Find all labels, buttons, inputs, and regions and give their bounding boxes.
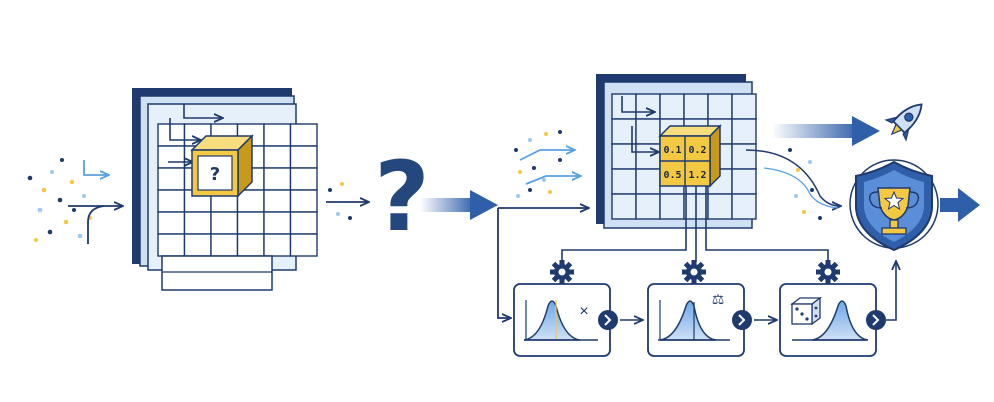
chevron-right-icon bbox=[732, 310, 752, 330]
grid-cell bbox=[635, 193, 661, 220]
grid-cell bbox=[236, 233, 265, 257]
left-input-arrows bbox=[68, 160, 122, 244]
grid-cell bbox=[157, 145, 186, 169]
cube-value-0: 0.1 bbox=[663, 145, 681, 156]
grid-cell bbox=[611, 193, 637, 220]
grid-cell bbox=[289, 167, 318, 191]
cube-value-1: 0.2 bbox=[688, 145, 706, 156]
cube-value-2: 0.5 bbox=[663, 170, 681, 181]
rocket-icon bbox=[884, 103, 923, 142]
pipeline: × ⚖ bbox=[513, 260, 896, 357]
grid-cell bbox=[289, 211, 318, 235]
grid-cell bbox=[210, 233, 239, 257]
gear-icon bbox=[550, 260, 574, 284]
grid-cell bbox=[659, 193, 685, 220]
cube-value-3: 1.2 bbox=[688, 170, 706, 181]
pipeline-step-1: × bbox=[513, 283, 611, 357]
grid-cell bbox=[611, 168, 637, 195]
grid-cell bbox=[707, 93, 733, 120]
grid-cell bbox=[263, 123, 292, 147]
trophy-input-curves bbox=[745, 148, 840, 220]
grid-cell bbox=[210, 211, 239, 235]
grid-cell bbox=[635, 118, 661, 145]
grid-cell bbox=[707, 193, 733, 220]
gear-icon bbox=[816, 260, 840, 284]
value-cube-icon: 0.1 0.2 0.5 1.2 bbox=[658, 124, 722, 188]
grid-cell bbox=[263, 211, 292, 235]
grid-cell bbox=[157, 233, 186, 257]
grid-cell bbox=[635, 143, 661, 170]
grid-cell bbox=[157, 123, 186, 147]
grid-cell bbox=[659, 93, 685, 120]
grid-cell bbox=[731, 93, 757, 120]
cube-question-label: ? bbox=[210, 164, 220, 185]
right-grid-stack: 0.1 0.2 0.5 1.2 bbox=[596, 74, 757, 229]
pipeline-step-3 bbox=[779, 283, 877, 357]
star-icon bbox=[883, 190, 905, 211]
left-input-particles bbox=[27, 158, 92, 242]
grid-cell bbox=[635, 168, 661, 195]
main-flow-lines bbox=[497, 208, 588, 318]
grid-cell bbox=[611, 93, 637, 120]
big-question-label: ? bbox=[374, 141, 430, 253]
rocket-arrow bbox=[772, 116, 880, 146]
grid-cell bbox=[157, 167, 186, 191]
right-front-grid bbox=[611, 93, 757, 220]
grid-cell bbox=[683, 93, 709, 120]
pipeline-step-2: ⚖ bbox=[647, 283, 745, 357]
chevron-right-icon bbox=[598, 310, 618, 330]
trophy-shield-icon bbox=[849, 159, 939, 252]
grid-cell bbox=[731, 118, 757, 145]
grid-cell bbox=[263, 145, 292, 169]
dice-icon bbox=[790, 296, 822, 326]
big-question-icon: ? bbox=[374, 141, 430, 253]
grid-cell bbox=[157, 211, 186, 235]
grid-cell bbox=[263, 189, 292, 213]
grid-cell bbox=[183, 233, 212, 257]
question-cube-icon: ? bbox=[190, 134, 254, 198]
grid-cell bbox=[731, 168, 757, 195]
chevron-right-icon bbox=[866, 310, 886, 330]
grid-to-pipeline-connectors bbox=[561, 186, 829, 262]
grid-cell bbox=[289, 145, 318, 169]
grid-cell bbox=[236, 211, 265, 235]
grid-cell bbox=[731, 193, 757, 220]
cross-icon: × bbox=[579, 303, 588, 320]
grid-cell bbox=[635, 93, 661, 120]
grid-cell bbox=[289, 233, 318, 257]
grid-cell bbox=[263, 167, 292, 191]
gear-icon bbox=[682, 260, 706, 284]
grid-cell bbox=[731, 143, 757, 170]
grid-cell bbox=[289, 189, 318, 213]
right-input-particles bbox=[514, 130, 562, 198]
final-output-arrow bbox=[940, 188, 980, 222]
grid-cell bbox=[289, 123, 318, 147]
forward-arrow bbox=[420, 190, 498, 220]
grid-cell bbox=[157, 189, 186, 213]
scale-icon: ⚖ bbox=[712, 291, 725, 307]
grid-cell bbox=[183, 211, 212, 235]
grid-cell bbox=[263, 233, 292, 257]
left-grid-stack: ? bbox=[132, 88, 318, 291]
arrow-to-question bbox=[326, 182, 368, 220]
right-input-arrows bbox=[519, 150, 580, 185]
